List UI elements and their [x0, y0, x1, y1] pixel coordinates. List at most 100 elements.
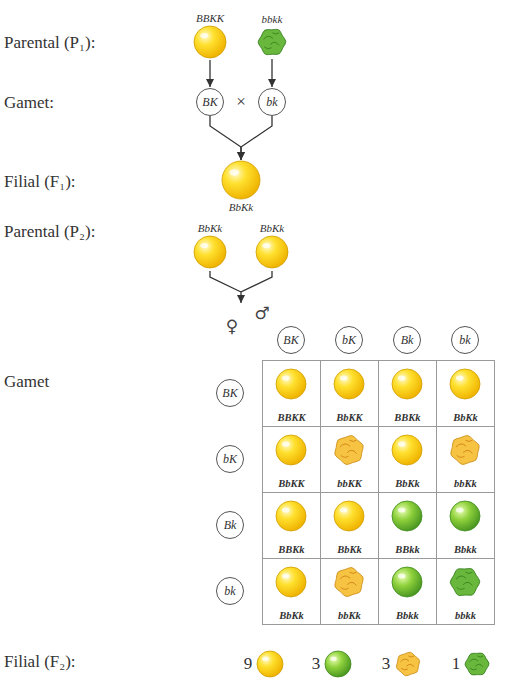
- pea-highlight: [200, 243, 208, 248]
- pea-wrinkle: [340, 444, 350, 447]
- punnett-cell: bbKk: [320, 558, 379, 625]
- stage-label: Filial (F₁):: [4, 172, 76, 192]
- pea-seed: [276, 369, 306, 399]
- pea-highlight: [282, 375, 290, 380]
- genotype-label: bbKk: [338, 610, 361, 621]
- pea-seed: [276, 435, 306, 465]
- pea-seed: [334, 369, 364, 399]
- punnett-cell: BBKK: [262, 360, 321, 427]
- gamete-circle: bK: [216, 445, 244, 473]
- pea-seed: [392, 501, 422, 531]
- pea-wrinkle: [409, 656, 414, 658]
- pea-highlight: [398, 573, 406, 578]
- pea-highlight: [282, 573, 290, 578]
- round-pea: [334, 369, 364, 399]
- wrinkled-pea: [465, 653, 489, 675]
- round-pea: [222, 161, 260, 199]
- punnett-cell: BbKk: [378, 426, 437, 493]
- pea-wrinkle: [341, 456, 348, 458]
- genotype-label: Bk: [401, 333, 414, 348]
- genotype-label: BBKk: [394, 412, 420, 423]
- ratio-number: 9: [244, 654, 253, 674]
- pea-seed: [465, 653, 489, 675]
- pea-wrinkle: [478, 656, 483, 658]
- genotype-label: BK: [222, 386, 237, 401]
- pea-wrinkle: [350, 572, 356, 573]
- punnett-cell: Bbkk: [378, 558, 437, 625]
- pea-seed: [450, 501, 480, 531]
- round-pea: [392, 501, 422, 531]
- punnett-cell: BBKk: [378, 360, 437, 427]
- pea-seed: [392, 435, 422, 465]
- pea-highlight: [398, 375, 406, 380]
- round-pea: [257, 651, 283, 677]
- pea-wrinkle: [407, 664, 414, 666]
- genotype-label: BBKK: [196, 12, 224, 24]
- genotype-label: bk: [459, 333, 470, 348]
- pea-seed: [222, 161, 260, 199]
- pea-seed: [392, 369, 422, 399]
- pea-seed: [334, 501, 364, 531]
- pea-seed: [450, 569, 480, 596]
- round-pea: [392, 435, 422, 465]
- pea-highlight: [200, 33, 208, 38]
- round-pea: [392, 567, 422, 597]
- cross-sign: ×: [236, 92, 246, 112]
- round-pea: [334, 501, 364, 531]
- pea-wrinkle: [466, 440, 472, 441]
- gamete-circle: Bk: [393, 326, 421, 354]
- gamete-circle: bk: [216, 577, 244, 605]
- pea-highlight: [262, 657, 269, 661]
- wrinkled-pea: [335, 567, 364, 596]
- stage-label: Filial (F₂):: [4, 652, 76, 672]
- round-pea: [276, 501, 306, 531]
- genotype-label: BBKk: [278, 544, 304, 555]
- pea-wrinkle: [347, 582, 356, 585]
- gamete-circle: BK: [277, 326, 305, 354]
- punnett-cell: bbKk: [436, 426, 495, 493]
- pea-genotype: BBKK: [192, 12, 228, 58]
- pea-seed: [276, 501, 306, 531]
- punnett-cell: BbKk: [320, 492, 379, 559]
- gamete-circle: BK: [216, 379, 244, 407]
- pea-seed: [392, 567, 422, 597]
- male-symbol: ♂: [254, 303, 269, 323]
- ratio-number: 1: [452, 654, 461, 674]
- pea-highlight: [340, 375, 348, 380]
- gamete-circle: BK: [196, 88, 224, 116]
- pea-highlight: [282, 441, 290, 446]
- pea-wrinkle: [350, 440, 356, 441]
- pea-genotype: BbKk: [220, 161, 262, 213]
- wrinkled-pea: [396, 652, 419, 676]
- punnett-cell: BbKk: [436, 360, 495, 427]
- round-pea: [450, 501, 480, 531]
- pea-wrinkle: [456, 444, 466, 447]
- genotype-label: BbKk: [198, 222, 222, 234]
- wrinkled-pea: [451, 435, 480, 464]
- pea-wrinkle: [265, 47, 272, 49]
- genotype-label: BbKk: [395, 478, 420, 489]
- wrinkled-pea: [450, 569, 480, 596]
- genotype-label: bK: [223, 452, 237, 467]
- pea-seed: [194, 236, 226, 268]
- round-pea: [256, 236, 288, 268]
- genotype-label: Bbkk: [454, 544, 477, 555]
- ratio-number: 3: [382, 654, 391, 674]
- cross-connector: [209, 60, 210, 87]
- pea-wrinkle: [340, 576, 350, 579]
- punnett-cell: bbkk: [436, 558, 495, 625]
- pea-seed: [258, 29, 286, 54]
- pea-seed: [325, 651, 351, 677]
- pea-highlight: [262, 243, 270, 248]
- cross-connector: [241, 116, 272, 160]
- punnett-cell: BBkk: [378, 492, 437, 559]
- pea-wrinkle: [470, 659, 478, 661]
- genotype-label: bK: [342, 333, 356, 348]
- round-pea: [276, 567, 306, 597]
- genotype-label: BbKk: [229, 201, 253, 213]
- genotype-label: BbKk: [279, 610, 304, 621]
- round-pea: [194, 26, 226, 58]
- pea-seed: [335, 435, 364, 464]
- genotype-label: Bk: [224, 518, 237, 533]
